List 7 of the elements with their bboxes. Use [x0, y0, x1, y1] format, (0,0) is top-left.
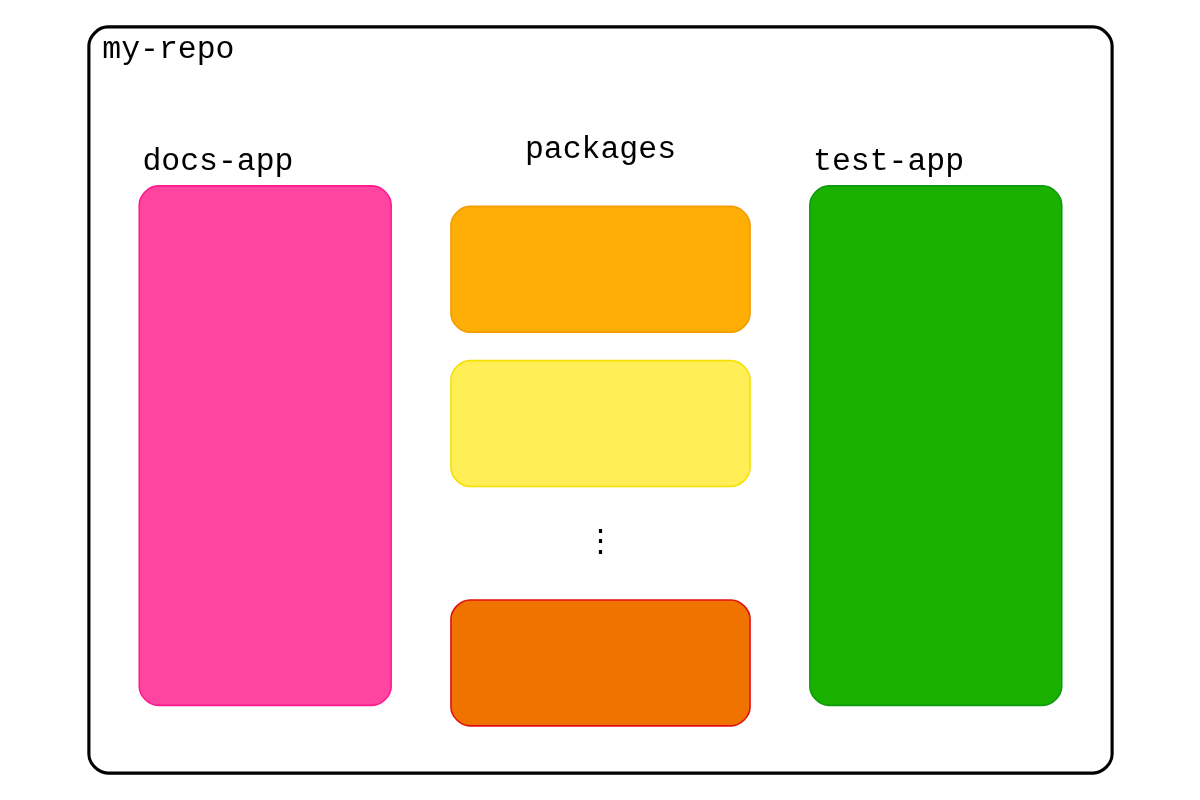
label: ⋮ [584, 525, 616, 561]
node-box [449, 599, 751, 727]
node-box [449, 359, 751, 488]
node-label: docs-app [141, 144, 293, 180]
node-label: test-app [812, 144, 964, 180]
node-box [449, 205, 751, 334]
label: packages [524, 131, 676, 167]
